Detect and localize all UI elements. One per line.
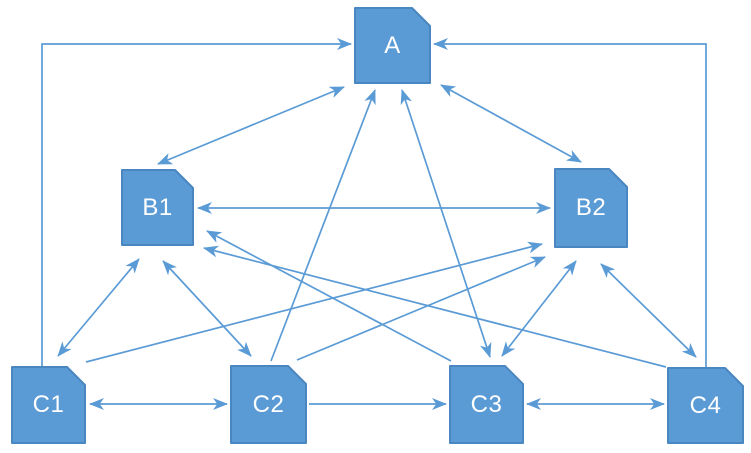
edge-b1-c1	[57, 258, 140, 357]
edge-c2-to-a	[270, 89, 376, 362]
node-c4-shape	[667, 367, 744, 444]
edge-c3-to-b1	[206, 230, 452, 362]
edge-b1-c2	[162, 260, 252, 357]
edge-a-c3	[400, 89, 492, 358]
node-c2-shape	[230, 365, 307, 444]
node-c1-shape	[11, 366, 86, 444]
node-c3-shape	[449, 365, 524, 444]
edge-a-b2	[440, 84, 582, 163]
edge-c4-to-b1	[203, 245, 667, 368]
edge-b2-c4	[600, 263, 697, 358]
edge-c1-to-a-route	[41, 38, 352, 367]
edge-b2-c3	[501, 260, 577, 357]
node-b2-shape	[554, 168, 628, 248]
edge-c1-to-b2	[85, 241, 543, 363]
edge-a-b1	[157, 86, 345, 165]
node-a-shape	[354, 7, 431, 84]
node-b1-shape	[121, 169, 194, 246]
edge-c4-to-a-route	[433, 38, 707, 368]
